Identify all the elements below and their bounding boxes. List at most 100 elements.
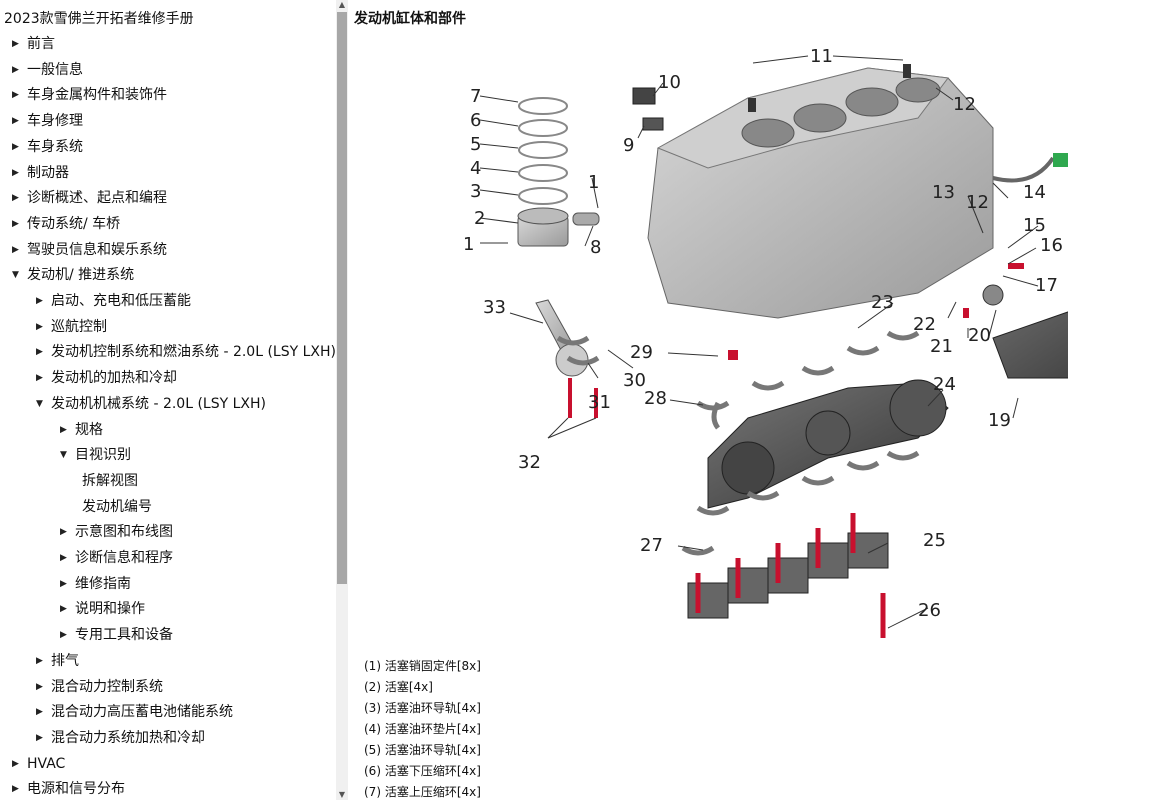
- tree-item[interactable]: ▶ 发动机的加热和冷却: [36, 367, 177, 389]
- tree-item-label: 电源和信号分布: [27, 781, 125, 798]
- callout-8: 8: [590, 237, 601, 258]
- tree-item-label: HVAC: [27, 755, 66, 772]
- collapse-arrow-icon[interactable]: ▶: [60, 527, 67, 538]
- collapse-arrow-icon[interactable]: ▶: [36, 707, 43, 718]
- bolt-16: [1008, 263, 1024, 269]
- tree-item-label: 车身金属构件和装饰件: [27, 87, 167, 104]
- tree-item-label: 发动机编号: [82, 498, 152, 515]
- tree-item-label: 说明和操作: [75, 601, 145, 618]
- tree-item[interactable]: ▶ 规格: [60, 419, 103, 441]
- tree-item[interactable]: ▶诊断信息和程序: [60, 547, 173, 569]
- callout-5: 5: [470, 134, 481, 155]
- tree-item[interactable]: ▶混合动力系统加热和冷却: [36, 727, 205, 749]
- tree-item[interactable]: ▶ 车身金属构件和装饰件: [12, 84, 167, 106]
- tree-item[interactable]: ▶制动器: [12, 162, 69, 184]
- collapse-arrow-icon[interactable]: ▶: [36, 655, 43, 666]
- collapse-arrow-icon[interactable]: ▶: [12, 116, 19, 127]
- tree-item[interactable]: ▶前言: [12, 33, 55, 55]
- tree-item-label: 维修指南: [75, 575, 131, 592]
- collapse-arrow-icon[interactable]: ▶: [12, 141, 19, 152]
- tree-item-label: 车身系统: [27, 138, 83, 155]
- part-row: (7) 活塞上压缩环[4x]: [364, 785, 481, 799]
- engine-block: [647, 64, 994, 319]
- tree-item-label: 规格: [75, 421, 103, 438]
- expand-arrow-icon[interactable]: ▼: [36, 398, 43, 409]
- scroll-up-icon[interactable]: ▲: [338, 0, 346, 9]
- collapse-arrow-icon[interactable]: ▶: [60, 630, 67, 641]
- tree-item[interactable]: ▶排气: [36, 650, 79, 672]
- scroll-down-icon[interactable]: ▼: [338, 790, 346, 799]
- tree-item[interactable]: ▶ 电源和信号分布: [12, 778, 125, 800]
- tree-item[interactable]: ▶ 维修指南: [60, 573, 131, 595]
- tree-item[interactable]: ▼发动机/ 推进系统: [12, 264, 134, 286]
- leader-lines: [479, 55, 1039, 629]
- tree-item-label: 车身修理: [27, 113, 83, 130]
- collapse-arrow-icon[interactable]: ▶: [12, 244, 19, 255]
- collapse-arrow-icon[interactable]: ▶: [60, 553, 67, 563]
- collapse-arrow-icon[interactable]: ▶: [12, 90, 19, 101]
- collapse-arrow-icon[interactable]: ▶: [60, 604, 67, 615]
- sensor-9: [642, 117, 664, 131]
- tree-item[interactable]: ▶一般信息: [12, 59, 83, 81]
- callout-1b: 1: [588, 172, 599, 193]
- tree-item[interactable]: ▶巡航控制: [36, 316, 107, 338]
- part-row: (2) 活塞[4x]: [364, 680, 433, 694]
- collapse-arrow-icon[interactable]: ▶: [36, 373, 43, 384]
- part-row: (1) 活塞销固定件[8x]: [364, 659, 481, 673]
- expand-arrow-icon[interactable]: ▼: [12, 270, 19, 281]
- tree-item-label: 诊断概述、起点和编程: [27, 190, 167, 207]
- tree-item-label: 拆解视图: [82, 472, 138, 489]
- callout-33: 33: [483, 297, 506, 318]
- tree-item[interactable]: ▶ 混合动力高压蓄电池储能系统: [36, 701, 233, 723]
- tree-item-label: 发动机的加热和冷却: [51, 370, 177, 387]
- sidebar-scrollbar[interactable]: ▲ ▼: [336, 0, 348, 800]
- connecting-rod: [535, 299, 598, 418]
- tree-item[interactable]: ▶ 说明和操作: [60, 598, 145, 620]
- scrollbar-thumb[interactable]: [337, 12, 347, 584]
- part-row: (4) 活塞油环垫片[4x]: [364, 722, 481, 736]
- tree-item-label: 混合动力控制系统: [51, 678, 163, 695]
- parts-list: (1) 活塞销固定件[8x] (2) 活塞[4x] (3) 活塞油环导轨[4x] (4…: [364, 656, 481, 800]
- callout-23: 23: [871, 292, 894, 313]
- callout-10: 10: [658, 72, 681, 93]
- collapse-arrow-icon[interactable]: ▶: [36, 347, 43, 358]
- tree-item[interactable]: 发动机编号: [82, 496, 152, 518]
- tree-item[interactable]: ▶ 混合动力控制系统: [36, 676, 163, 698]
- part-row: (3) 活塞油环导轨[4x]: [364, 701, 481, 715]
- collapse-arrow-icon[interactable]: ▶: [12, 193, 19, 204]
- tree-item[interactable]: ▶ HVAC: [12, 753, 65, 775]
- tree-item[interactable]: ▼发动机机械系统 - 2.0L (LSY LXH): [36, 393, 266, 415]
- tree-item[interactable]: ▶启动、充电和低压蓄能: [36, 290, 191, 312]
- tree-item-label: 传动系统/ 车桥: [27, 215, 121, 232]
- collapse-arrow-icon[interactable]: ▶: [36, 296, 43, 306]
- callout-labels: 1 2 3 4 5 6 7 8 9 10 11 12 13 14 15 16 1…: [463, 46, 1063, 621]
- collapse-arrow-icon[interactable]: ▶: [60, 578, 67, 589]
- tree-item[interactable]: ▶ 诊断概述、起点和编程: [12, 187, 167, 209]
- collapse-arrow-icon[interactable]: ▶: [36, 732, 43, 743]
- collapse-arrow-icon[interactable]: ▶: [12, 39, 19, 49]
- tree-item[interactable]: ▶ 车身系统: [12, 136, 83, 158]
- callout-29: 29: [630, 342, 653, 363]
- tree-item[interactable]: ▶专用工具和设备: [60, 624, 173, 646]
- collapse-arrow-icon[interactable]: ▶: [36, 321, 43, 332]
- collapse-arrow-icon[interactable]: ▶: [12, 64, 19, 75]
- collapse-arrow-icon[interactable]: ▶: [12, 218, 19, 229]
- tree-item[interactable]: 拆解视图: [82, 470, 138, 492]
- callout-15: 15: [1023, 215, 1046, 236]
- tree-item[interactable]: ▶示意图和布线图: [60, 521, 173, 543]
- collapse-arrow-icon[interactable]: ▶: [12, 784, 19, 795]
- collapse-arrow-icon[interactable]: ▶: [36, 681, 43, 692]
- collapse-arrow-icon[interactable]: ▶: [12, 758, 19, 769]
- tree-item[interactable]: ▶驾驶员信息和娱乐系统: [12, 239, 167, 261]
- tree-item[interactable]: ▼目视识别: [60, 444, 131, 466]
- callout-14: 14: [1023, 182, 1046, 203]
- tree-item[interactable]: ▶ 传动系统/ 车桥: [12, 213, 120, 235]
- expand-arrow-icon[interactable]: ▼: [60, 450, 67, 461]
- tree-item-label: 混合动力高压蓄电池储能系统: [51, 704, 233, 721]
- collapse-arrow-icon[interactable]: ▶: [60, 424, 67, 435]
- callout-4: 4: [470, 158, 481, 179]
- tree-item[interactable]: ▶发动机控制系统和燃油系统 - 2.0L (LSY LXH): [36, 341, 336, 363]
- piston-rings: [518, 97, 568, 205]
- collapse-arrow-icon[interactable]: ▶: [12, 167, 19, 178]
- tree-item[interactable]: ▶ 车身修理: [12, 110, 83, 132]
